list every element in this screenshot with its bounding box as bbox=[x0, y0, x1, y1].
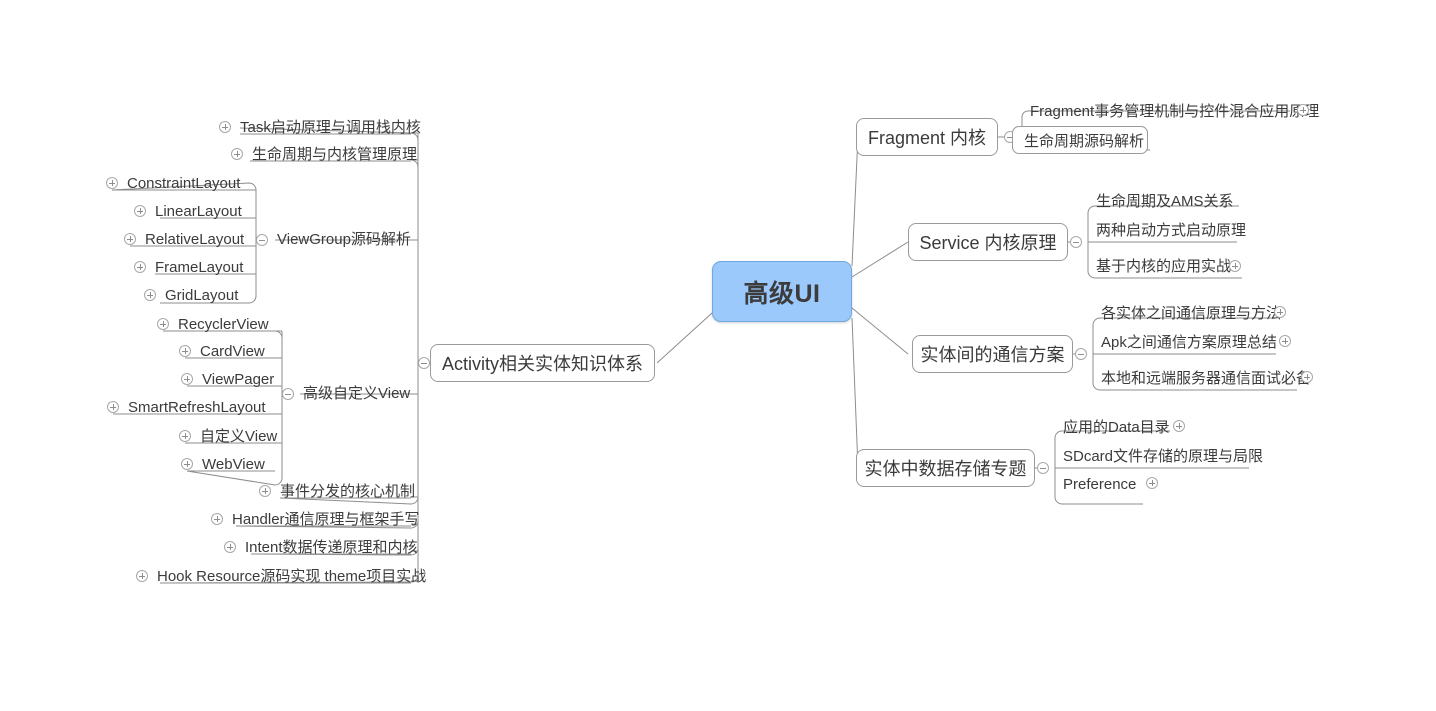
collapse-marker-communication[interactable] bbox=[1075, 348, 1087, 360]
expand-marker-activity-6[interactable] bbox=[224, 541, 236, 553]
leaf-communication-1[interactable]: Apk之间通信方案原理总结 bbox=[1101, 334, 1277, 351]
expand-marker-activity-4[interactable] bbox=[259, 485, 271, 497]
leaf-service-0[interactable]: 生命周期及AMS关系 bbox=[1096, 193, 1234, 210]
leaf-viewgroup-2[interactable]: RelativeLayout bbox=[145, 231, 245, 248]
branch-node-communication[interactable]: 实体间的通信方案 bbox=[912, 335, 1073, 373]
leaf-fragment-0[interactable]: Fragment事务管理机制与控件混合应用原理 bbox=[1030, 103, 1320, 120]
leaf-customview-4[interactable]: 自定义View bbox=[200, 428, 278, 445]
expand-marker-viewgroup-0[interactable] bbox=[106, 177, 118, 189]
expand-marker-customview-5[interactable] bbox=[181, 458, 193, 470]
expand-marker-customview-2[interactable] bbox=[181, 373, 193, 385]
expand-marker-fragment-0[interactable] bbox=[1297, 104, 1309, 116]
leaf-customview-3[interactable]: SmartRefreshLayout bbox=[128, 399, 266, 416]
expand-marker-customview-0[interactable] bbox=[157, 318, 169, 330]
expand-marker-communication-1[interactable] bbox=[1279, 335, 1291, 347]
collapse-marker-service[interactable] bbox=[1070, 236, 1082, 248]
leaf-customview-0[interactable]: RecyclerView bbox=[178, 316, 269, 333]
branch-node-fragment[interactable]: Fragment 内核 bbox=[856, 118, 998, 156]
expand-marker-viewgroup-4[interactable] bbox=[144, 289, 156, 301]
expand-marker-customview-4[interactable] bbox=[179, 430, 191, 442]
expand-marker-communication-2[interactable] bbox=[1301, 371, 1313, 383]
collapse-marker-customview[interactable] bbox=[282, 388, 294, 400]
leaf-activity-4[interactable]: 事件分发的核心机制 bbox=[280, 483, 416, 500]
leaf-activity-6[interactable]: Intent数据传递原理和内核 bbox=[245, 539, 418, 556]
expand-marker-activity-5[interactable] bbox=[211, 513, 223, 525]
expand-marker-activity-7[interactable] bbox=[136, 570, 148, 582]
leaf-customview-5[interactable]: WebView bbox=[202, 456, 265, 473]
leaf-service-2[interactable]: 基于内核的应用实战 bbox=[1096, 258, 1232, 275]
leaf-storage-0[interactable]: 应用的Data目录 bbox=[1063, 419, 1170, 436]
leaf-viewgroup-0[interactable]: ConstraintLayout bbox=[127, 175, 241, 192]
leaf-viewgroup-1[interactable]: LinearLayout bbox=[155, 203, 242, 220]
collapse-marker-activity[interactable] bbox=[418, 357, 430, 369]
leaf-storage-1[interactable]: SDcard文件存储的原理与局限 bbox=[1063, 448, 1264, 465]
group-label-viewgroup[interactable]: ViewGroup源码解析 bbox=[277, 231, 411, 248]
leaf-communication-2[interactable]: 本地和远端服务器通信面试必备 bbox=[1101, 370, 1312, 387]
branch-label-fragment: Fragment 内核 bbox=[867, 128, 987, 148]
expand-marker-customview-3[interactable] bbox=[107, 401, 119, 413]
collapse-marker-storage[interactable] bbox=[1037, 462, 1049, 474]
leaf-fragment-1[interactable]: 生命周期源码解析 bbox=[1012, 126, 1148, 154]
leaf-activity-7[interactable]: Hook Resource源码实现 theme项目实战 bbox=[157, 568, 427, 585]
leaf-storage-2[interactable]: Preference bbox=[1063, 476, 1137, 493]
branch-node-service[interactable]: Service 内核原理 bbox=[908, 223, 1068, 261]
branch-label-service: Service 内核原理 bbox=[919, 233, 1057, 253]
expand-marker-storage-0[interactable] bbox=[1173, 420, 1185, 432]
leaf-customview-1[interactable]: CardView bbox=[200, 343, 265, 360]
group-label-customview[interactable]: 高级自定义View bbox=[303, 385, 411, 402]
branch-node-storage[interactable]: 实体中数据存储专题 bbox=[856, 449, 1035, 487]
leaf-service-1[interactable]: 两种启动方式启动原理 bbox=[1096, 222, 1247, 239]
root-label: 高级UI bbox=[743, 279, 821, 308]
root-node[interactable]: 高级UI bbox=[712, 261, 852, 322]
leaf-viewgroup-4[interactable]: GridLayout bbox=[165, 287, 239, 304]
leaf-fragment-1-label: 生命周期源码解析 bbox=[1024, 132, 1145, 150]
leaf-customview-2[interactable]: ViewPager bbox=[202, 371, 275, 388]
branch-label-storage: 实体中数据存储专题 bbox=[864, 459, 1027, 479]
expand-marker-activity-0[interactable] bbox=[219, 121, 231, 133]
branch-node-activity[interactable]: Activity相关实体知识体系 bbox=[430, 344, 655, 382]
expand-marker-communication-0[interactable] bbox=[1274, 306, 1286, 318]
leaf-activity-5[interactable]: Handler通信原理与框架手写 bbox=[232, 511, 420, 528]
leaf-viewgroup-3[interactable]: FrameLayout bbox=[155, 259, 244, 276]
expand-marker-viewgroup-3[interactable] bbox=[134, 261, 146, 273]
expand-marker-activity-1[interactable] bbox=[231, 148, 243, 160]
branch-label-activity: Activity相关实体知识体系 bbox=[441, 354, 643, 374]
expand-marker-service-2[interactable] bbox=[1229, 260, 1241, 272]
collapse-marker-viewgroup[interactable] bbox=[256, 234, 268, 246]
leaf-communication-0[interactable]: 各实体之间通信原理与方法 bbox=[1101, 305, 1282, 322]
branch-label-communication: 实体间的通信方案 bbox=[920, 345, 1065, 365]
leaf-activity-1[interactable]: 生命周期与内核管理原理 bbox=[252, 146, 418, 163]
expand-marker-storage-2[interactable] bbox=[1146, 477, 1158, 489]
expand-marker-customview-1[interactable] bbox=[179, 345, 191, 357]
leaf-activity-0[interactable]: Task启动原理与调用栈内核 bbox=[240, 119, 421, 136]
expand-marker-viewgroup-1[interactable] bbox=[134, 205, 146, 217]
expand-marker-viewgroup-2[interactable] bbox=[124, 233, 136, 245]
